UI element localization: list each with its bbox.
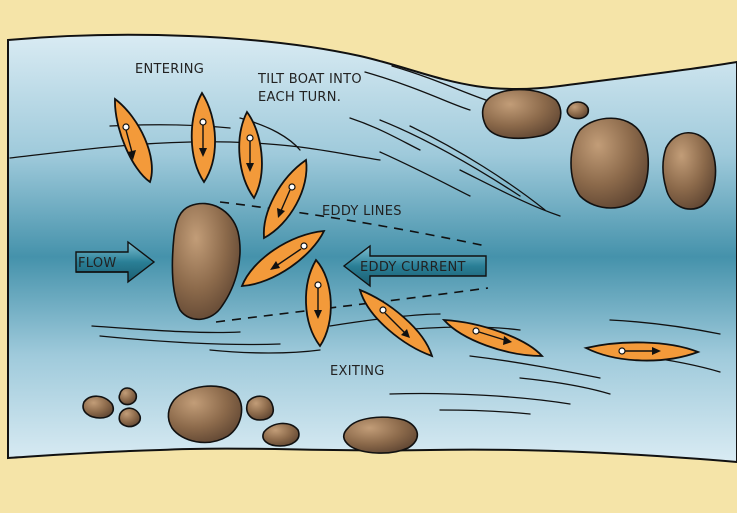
rock-icon <box>567 102 588 119</box>
rock-icon <box>168 386 241 442</box>
exiting-label: EXITING <box>330 364 385 379</box>
tilt-instruction-line1: TILT BOAT INTO <box>257 72 362 87</box>
river-water <box>8 35 737 462</box>
eddy-lines-label: EDDY LINES <box>322 204 402 219</box>
rock-icon <box>483 90 561 139</box>
entering-label: ENTERING <box>135 62 204 77</box>
rock-icon <box>119 408 140 426</box>
rock-icon <box>119 388 136 405</box>
eddy-current-label: EDDY CURRENT <box>360 260 466 275</box>
tilt-instruction-line2: EACH TURN. <box>258 90 341 105</box>
rock-icon <box>247 396 274 420</box>
flow-label: FLOW <box>78 256 117 271</box>
rock-icon <box>344 417 418 453</box>
rock-icon <box>663 133 716 209</box>
rock-icon <box>571 118 648 208</box>
